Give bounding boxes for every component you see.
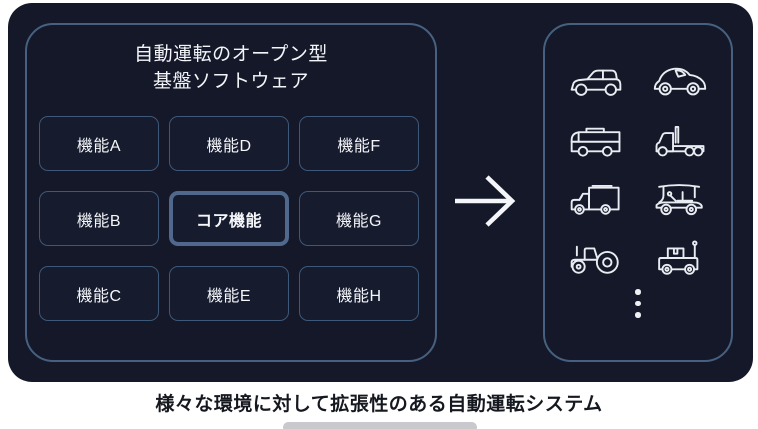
semi-truck-icon (652, 110, 708, 169)
features-grid: 機能A 機能D 機能F 機能B コア機能 機能G 機能C 機能E 機能H (39, 116, 419, 321)
ellipsis-dot (635, 300, 641, 306)
software-platform-box: 自動運転のオープン型 基盤ソフトウェア 機能A 機能D 機能F 機能B コア機能… (25, 23, 437, 362)
vehicles-box (543, 23, 733, 362)
software-platform-title: 自動運転のオープン型 基盤ソフトウェア (27, 42, 435, 96)
feature-box-b: 機能B (39, 191, 159, 246)
diagram-caption: 様々な環境に対して拡張性のある自動運転システム (155, 394, 603, 415)
feature-box-c: 機能C (39, 266, 159, 321)
ellipsis-dot (635, 289, 641, 295)
vertical-ellipsis-icon (545, 289, 731, 318)
feature-box-f: 機能F (299, 116, 419, 171)
delivery-robot-icon (652, 228, 708, 287)
right-arrow-icon (452, 171, 520, 231)
sedan-car-icon (568, 51, 624, 110)
feature-box-g: 機能G (299, 191, 419, 246)
feature-box-e: 機能E (169, 266, 289, 321)
title-line-1: 自動運転のオープン型 (134, 44, 328, 65)
bus-icon (568, 110, 624, 169)
feature-box-core: コア機能 (169, 191, 289, 246)
feature-box-d: 機能D (169, 116, 289, 171)
title-line-2: 基盤ソフトウェア (152, 70, 309, 92)
tractor-icon (568, 228, 624, 287)
dark-panel: 自動運転のオープン型 基盤ソフトウェア 機能A 機能D 機能F 機能B コア機能… (8, 3, 753, 382)
feature-box-h: 機能H (299, 266, 419, 321)
golf-cart-icon (652, 169, 708, 228)
beetle-car-icon (652, 51, 708, 110)
vehicles-grid (545, 25, 731, 287)
bottom-scrubber-bar (283, 422, 477, 429)
ellipsis-dot (635, 312, 641, 318)
box-truck-icon (568, 169, 624, 228)
feature-box-a: 機能A (39, 116, 159, 171)
